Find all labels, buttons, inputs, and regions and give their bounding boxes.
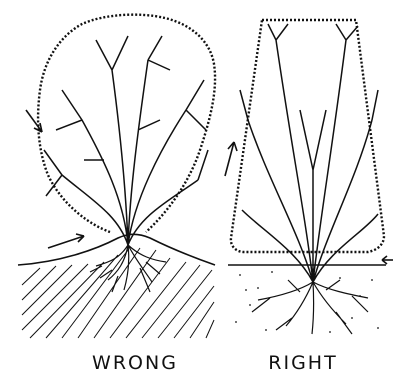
right-caption: RIGHT — [248, 352, 358, 374]
right-branches — [240, 24, 378, 282]
wrong-caption: WRONG — [70, 352, 200, 374]
right-roots — [252, 280, 368, 334]
wrong-foliage-outline — [38, 15, 215, 232]
right-panel — [225, 20, 393, 334]
wrong-panel — [18, 15, 215, 338]
wrong-arrows — [26, 110, 84, 248]
right-arrows — [225, 142, 393, 264]
wrong-branches — [44, 36, 208, 245]
wrong-soil-surface — [18, 234, 215, 265]
